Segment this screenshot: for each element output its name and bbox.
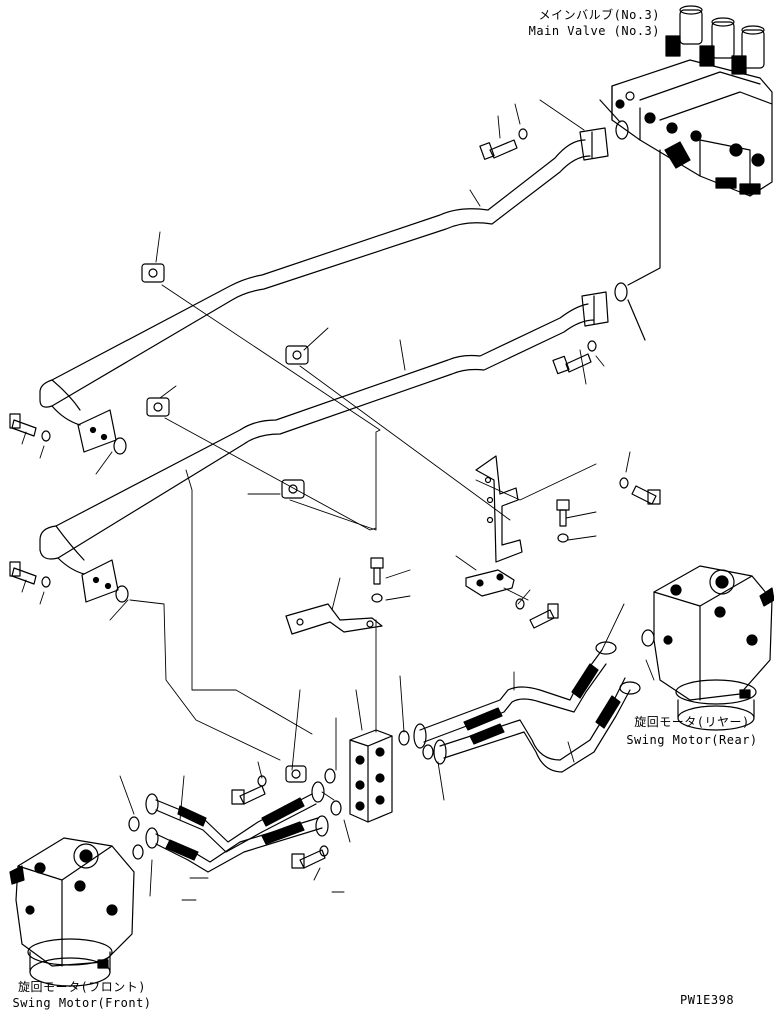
hose-rear-upper [414,642,616,748]
o-ring [616,121,628,139]
o-ring [423,745,433,759]
o-ring [114,438,126,454]
clamp [147,398,169,416]
lower-tube [40,292,608,602]
main-valve-assembly [612,6,772,196]
bracket [466,570,514,596]
o-ring [399,731,409,745]
bolt [480,129,527,159]
swing-motor-rear-label-en: Swing Motor(Rear) [626,733,758,747]
leader-line [600,100,620,122]
leader-line [628,300,645,340]
bolt [553,341,596,374]
hose-rear-lower [434,678,640,772]
o-ring [642,630,654,646]
o-ring [331,801,341,815]
bolt [232,776,266,804]
clamp [282,480,304,498]
leader-lines [22,100,654,900]
drawing-code: PW1E398 [680,993,735,1007]
o-ring [615,283,627,301]
o-ring [325,769,335,783]
bracket [476,456,522,562]
swing-motor-rear-label-jp: 旋回モータ(リヤー) [634,715,750,729]
bracket [286,604,382,634]
bolt [516,599,558,628]
swing-motor-front-label-jp: 旋回モータ(フロント) [18,980,146,994]
hose-front-lower [146,816,328,872]
distribution-block [350,730,392,822]
bolt [10,414,50,441]
leader-line [628,150,660,285]
o-ring [133,845,143,859]
o-ring [129,817,139,831]
bolt [371,558,383,602]
swing-motor-front-label-en: Swing Motor(Front) [12,996,152,1010]
main-valve-label-jp: メインバルブ(No.3) [538,8,660,22]
bolt [620,478,660,504]
swing-motor-rear [654,566,774,730]
bolt [292,846,328,868]
main-valve-label-en: Main Valve (No.3) [528,24,660,38]
o-ring [116,586,128,602]
clamp [142,264,164,282]
bolt [10,562,50,587]
bolt [557,500,569,542]
swing-motor-front [10,838,134,986]
clamp [286,766,306,782]
clamp [286,346,308,364]
